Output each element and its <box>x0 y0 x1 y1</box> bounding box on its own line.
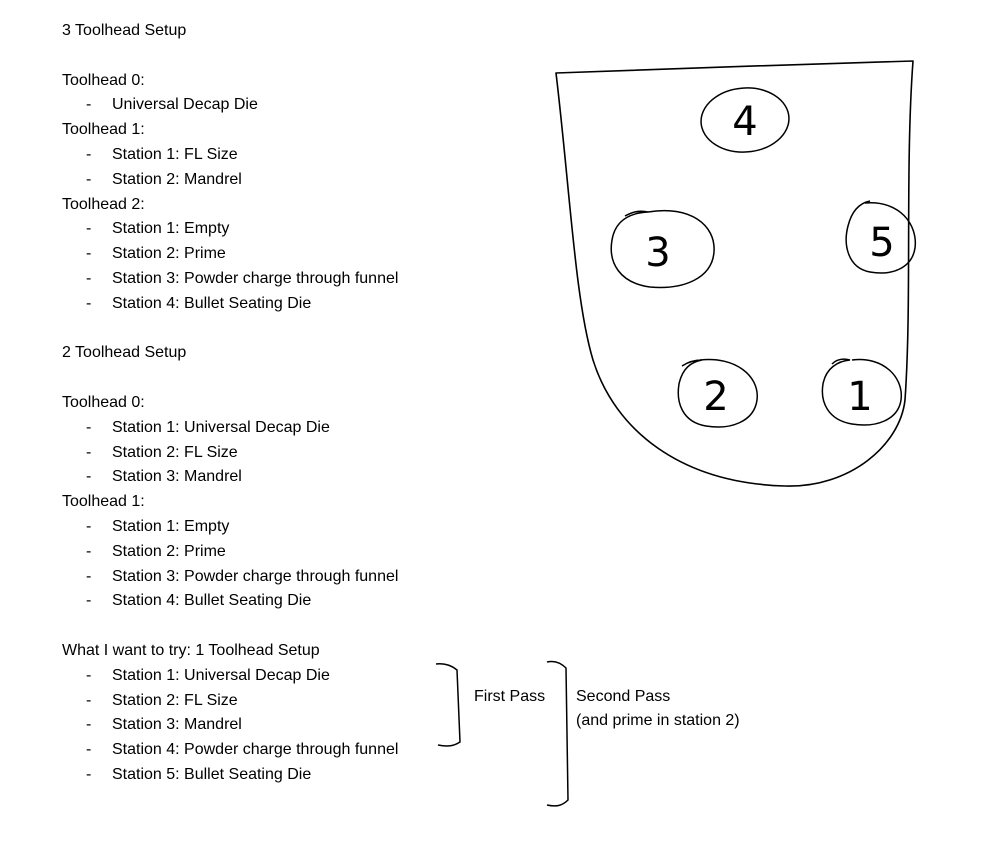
second-pass-label: Second Pass <box>576 688 671 705</box>
station-label-4: 4 <box>732 99 757 145</box>
list-item: - Station 1: Empty <box>62 217 492 242</box>
blank-line <box>62 366 492 391</box>
station-label-5: 5 <box>869 220 894 266</box>
bullet-dash: - <box>86 567 92 585</box>
three-th2-label: Toolhead 2: <box>62 195 145 213</box>
station-label-3: 3 <box>645 230 670 276</box>
station-circle-4 <box>700 87 790 153</box>
list-item: - Station 3: Powder charge through funne… <box>62 267 492 292</box>
station-label-1: 1 <box>847 374 872 420</box>
list-item-text: Station 2: Prime <box>112 542 226 560</box>
station-circle-3 <box>610 209 715 289</box>
bullet-dash: - <box>86 517 92 535</box>
list-item: - Station 1: FL Size <box>62 143 492 168</box>
list-item-text: Station 1: Universal Decap Die <box>112 418 330 436</box>
list-item-text: Station 5: Bullet Seating Die <box>112 765 312 783</box>
bullet-dash: - <box>86 269 92 287</box>
three-th0-label: Toolhead 0: <box>62 71 145 89</box>
one-toolhead-title: What I want to try: 1 Toolhead Setup <box>62 641 320 659</box>
list-item: - Station 3: Mandrel <box>62 713 492 738</box>
two-th1-label: Toolhead 1: <box>62 493 145 511</box>
list-item-text: Station 2: Prime <box>112 245 226 263</box>
list-item: - Station 1: Universal Decap Die <box>62 416 492 441</box>
list-item-text: Station 1: Empty <box>112 220 230 238</box>
list-item-text: Station 2: FL Size <box>112 691 238 709</box>
blank-line <box>62 44 492 69</box>
document-text: 3 Toolhead Setup Toolhead 0: - Universal… <box>62 19 492 788</box>
bullet-dash: - <box>86 741 92 759</box>
list-item-text: Station 1: Empty <box>112 517 230 535</box>
list-item: - Station 2: Prime <box>62 540 492 565</box>
list-item: - Universal Decap Die <box>62 93 492 118</box>
list-item: - Station 4: Bullet Seating Die <box>62 292 492 317</box>
shell-plate-outline <box>555 60 914 487</box>
list-item-text: Universal Decap Die <box>112 96 258 114</box>
list-item: - Station 1: Universal Decap Die <box>62 664 492 689</box>
list-item-text: Station 1: Universal Decap Die <box>112 666 330 684</box>
bullet-dash: - <box>86 220 92 238</box>
list-item: - Station 5: Bullet Seating Die <box>62 763 492 788</box>
second-pass-bracket <box>546 660 569 807</box>
blank-line <box>62 317 492 342</box>
station-circle-1 <box>821 358 902 426</box>
first-pass-label: First Pass <box>474 688 546 705</box>
list-item-text: Station 4: Bullet Seating Die <box>112 592 312 610</box>
two-th0-label: Toolhead 0: <box>62 393 145 411</box>
list-item: - Station 3: Powder charge through funne… <box>62 565 492 590</box>
bullet-dash: - <box>86 716 92 734</box>
two-toolhead-title: 2 Toolhead Setup <box>62 344 187 362</box>
station-circle-5 <box>845 200 917 274</box>
bullet-dash: - <box>86 96 92 114</box>
bullet-dash: - <box>86 765 92 783</box>
list-item-text: Station 3: Powder charge through funnel <box>112 269 399 287</box>
list-item: - Station 4: Powder charge through funne… <box>62 738 492 763</box>
list-item-text: Station 4: Bullet Seating Die <box>112 294 312 312</box>
three-th1-label: Toolhead 1: <box>62 121 145 139</box>
list-item: - Station 3: Mandrel <box>62 465 492 490</box>
bullet-dash: - <box>86 245 92 263</box>
bullet-dash: - <box>86 170 92 188</box>
station-label-2: 2 <box>703 374 728 420</box>
bullet-dash: - <box>86 294 92 312</box>
station-circle-2 <box>677 358 758 428</box>
list-item-text: Station 4: Powder charge through funnel <box>112 741 399 759</box>
list-item-text: Station 2: FL Size <box>112 443 238 461</box>
list-item: - Station 2: FL Size <box>62 441 492 466</box>
list-item: - Station 1: Empty <box>62 515 492 540</box>
list-item-text: Station 3: Mandrel <box>112 468 242 486</box>
list-item-text: Station 3: Powder charge through funnel <box>112 567 399 585</box>
bullet-dash: - <box>86 542 92 560</box>
bullet-dash: - <box>86 691 92 709</box>
three-toolhead-title: 3 Toolhead Setup <box>62 22 187 39</box>
list-item: - Station 2: Prime <box>62 242 492 267</box>
bullet-dash: - <box>86 468 92 486</box>
list-item-text: Station 3: Mandrel <box>112 716 242 734</box>
list-item: - Station 2: FL Size <box>62 689 492 714</box>
list-item: - Station 4: Bullet Seating Die <box>62 589 492 614</box>
list-item-text: Station 1: FL Size <box>112 145 238 163</box>
bullet-dash: - <box>86 443 92 461</box>
bullet-dash: - <box>86 666 92 684</box>
blank-line <box>62 614 492 639</box>
bullet-dash: - <box>86 592 92 610</box>
list-item-text: Station 2: Mandrel <box>112 170 242 188</box>
list-item: - Station 2: Mandrel <box>62 168 492 193</box>
bullet-dash: - <box>86 145 92 163</box>
second-pass-note: (and prime in station 2) <box>576 712 740 729</box>
bullet-dash: - <box>86 418 92 436</box>
